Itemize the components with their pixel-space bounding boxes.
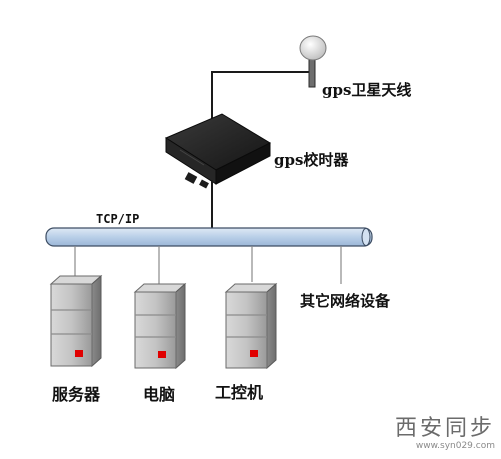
computer-tower-icon [133, 282, 187, 370]
industrial-computer-tower-icon [224, 282, 278, 370]
timeserver-label: gps校时器 [274, 151, 349, 169]
watermark-url: www.syn029.com [415, 441, 495, 451]
industrial-computer-label: 工控机 [215, 383, 264, 402]
gps-antenna-icon [299, 35, 327, 88]
server-tower-icon [49, 274, 103, 368]
watermark-name: 西安同步 [394, 416, 495, 441]
gps-timeserver-icon [164, 113, 272, 189]
tcpip-bus [45, 227, 373, 247]
computer-label: 电脑 [143, 385, 176, 404]
other-devices-label: 其它网络设备 [300, 292, 391, 310]
bus-label: TCP/IP [96, 212, 140, 226]
antenna-label: gps卫星天线 [322, 81, 412, 99]
server-label: 服务器 [52, 385, 101, 404]
